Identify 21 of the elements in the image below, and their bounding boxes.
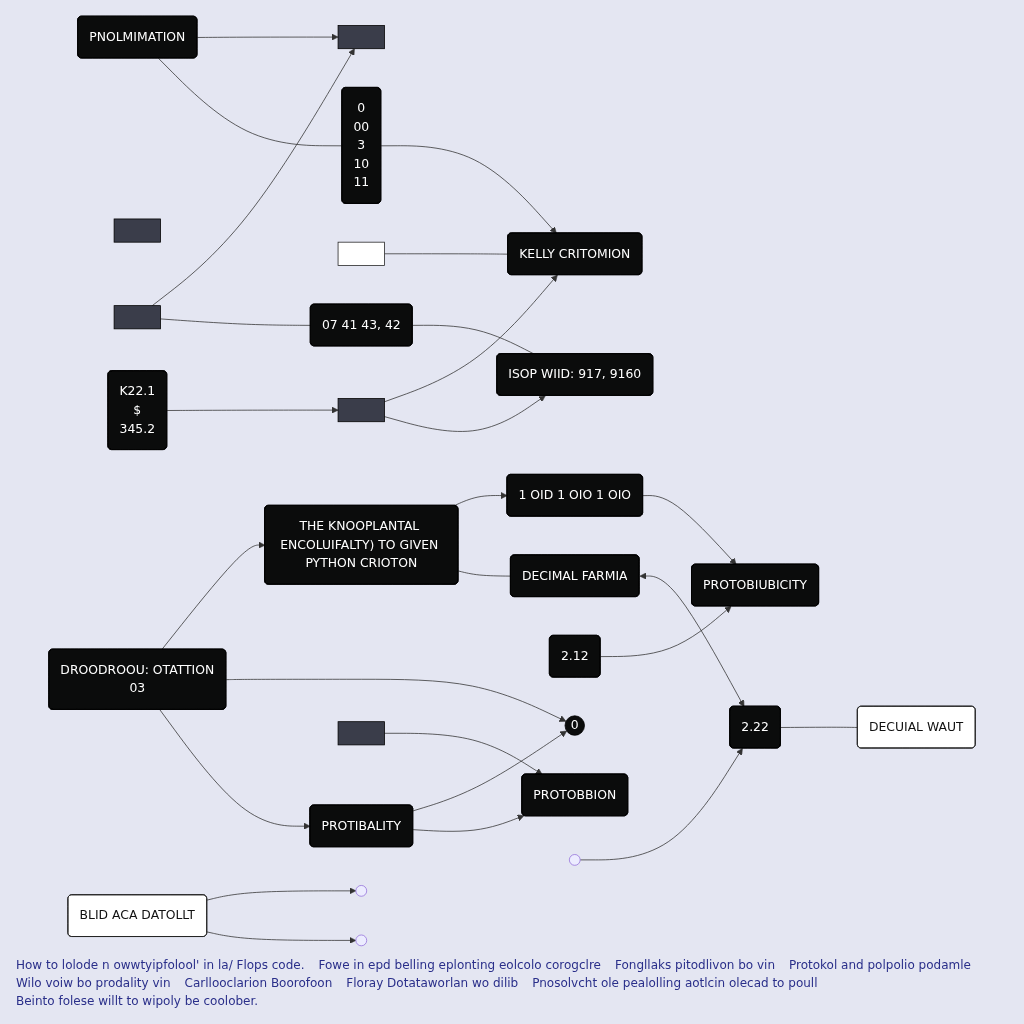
connector bbox=[458, 570, 512, 577]
note-text: Beinto folese willt to wipoly be coolober. bbox=[16, 994, 259, 1008]
note-text: Fongllaks pitodlivon bo vin bbox=[614, 958, 775, 972]
note-text: Wilo voiw bo prodality vin bbox=[16, 976, 171, 990]
node-box bbox=[113, 305, 161, 330]
node-box bbox=[337, 721, 385, 746]
node-box bbox=[337, 241, 385, 266]
node-circle: 0 bbox=[564, 715, 585, 736]
connector bbox=[780, 726, 859, 728]
connector bbox=[160, 318, 312, 326]
note-text: Carllooclarion Boorofoon bbox=[184, 976, 333, 990]
connector bbox=[384, 253, 509, 255]
note-text: How to lolode n owwtyipfolool' in la/ Flops code. bbox=[16, 958, 305, 972]
connector bbox=[158, 58, 343, 147]
node-box bbox=[113, 218, 161, 243]
node-box bbox=[337, 25, 385, 50]
note-text: Fowe in epd belling eplonting eolcolo corogclre bbox=[318, 958, 601, 972]
note-text: Floray Dotataworlan wo dilib bbox=[346, 976, 519, 990]
note-text: Pnosolvcht ole pealolling aotlcin olecad to poull bbox=[532, 976, 818, 990]
node-box bbox=[337, 398, 385, 423]
note-text: Protokol and polpolio podamle bbox=[789, 958, 971, 972]
